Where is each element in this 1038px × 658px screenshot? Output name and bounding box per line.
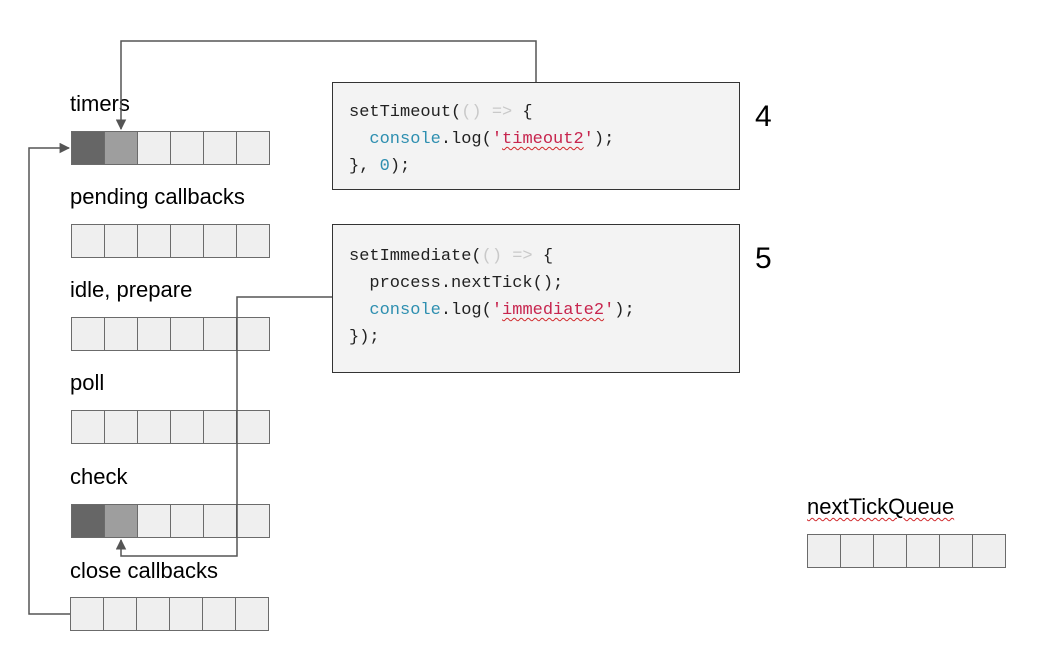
arrow-loop-back-to-timers: [28, 142, 71, 615]
phase-label-pending-callbacks: pending callbacks: [70, 184, 245, 209]
code-block-set-timeout: setTimeout(() => { console.log('timeout2…: [332, 82, 740, 190]
queue-cell-mid: [104, 504, 138, 538]
code-token: timeout2: [502, 130, 584, 149]
queue-cell-empty: [873, 534, 907, 568]
phase-queue-timers: [71, 131, 270, 165]
queue-cell-empty: [236, 131, 270, 165]
code-token: .log(: [440, 301, 492, 320]
code-token: );: [389, 157, 411, 176]
code-token: ': [583, 130, 594, 149]
code-token: );: [614, 301, 635, 320]
queue-cell-dark: [71, 504, 105, 538]
queue-cell-empty: [906, 534, 940, 568]
queue-cell-empty: [137, 504, 171, 538]
queue-cell-empty: [170, 317, 204, 351]
next-tick-queue: [807, 534, 1006, 568]
code-token: immediate2: [502, 301, 605, 320]
code-token: console: [369, 301, 441, 320]
phase-queue-close-callbacks: [70, 597, 269, 631]
arrow-immediate-to-check: [115, 296, 332, 557]
queue-cell-empty: [136, 597, 170, 631]
queue-cell-empty: [137, 317, 171, 351]
phase-label-check: check: [70, 464, 128, 489]
queue-cell-empty: [235, 597, 269, 631]
queue-cell-empty: [840, 534, 874, 568]
code-token: });: [349, 328, 380, 347]
code-token: ': [491, 130, 503, 149]
code-line: setTimeout(() => {: [349, 99, 723, 126]
code-line: });: [349, 324, 723, 351]
code-token: process.nextTick();: [349, 274, 564, 293]
queue-cell-empty: [972, 534, 1006, 568]
step-number-4: 4: [755, 100, 772, 133]
code-token: .log(: [440, 130, 492, 149]
code-token: );: [593, 130, 615, 149]
phase-label-poll: poll: [70, 370, 105, 395]
queue-cell-empty: [202, 597, 236, 631]
code-token: ': [491, 301, 503, 320]
queue-cell-empty: [236, 410, 270, 444]
code-token: {: [512, 103, 533, 122]
phase-queue-check: [71, 504, 270, 538]
queue-cell-empty: [203, 410, 237, 444]
queue-cell-empty: [104, 410, 138, 444]
queue-cell-empty: [103, 597, 137, 631]
queue-cell-empty: [236, 317, 270, 351]
code-line: console.log('immediate2');: [349, 297, 723, 324]
code-token: setTimeout(: [349, 103, 462, 122]
queue-cell-empty: [807, 534, 841, 568]
queue-cell-mid: [104, 131, 138, 165]
code-token: setImmediate(: [349, 247, 482, 266]
code-line: console.log('timeout2');: [349, 126, 723, 153]
queue-cell-empty: [203, 504, 237, 538]
queue-cell-empty: [71, 317, 105, 351]
phase-label-idle-prepare: idle, prepare: [70, 277, 193, 302]
code-token: 0: [379, 157, 390, 176]
queue-cell-empty: [939, 534, 973, 568]
phase-queue-poll: [71, 410, 270, 444]
code-token: ': [604, 301, 615, 320]
code-token: () =>: [461, 103, 513, 122]
phase-queue-pending-callbacks: [71, 224, 270, 258]
phase-label-close-callbacks: close callbacks: [70, 558, 218, 583]
code-token: },: [349, 157, 380, 176]
code-line: }, 0);: [349, 153, 723, 180]
queue-cell-empty: [236, 224, 270, 258]
arrow-timeout-to-timers: [115, 40, 537, 131]
code-token: {: [532, 247, 554, 266]
queue-cell-empty: [170, 131, 204, 165]
code-line: setImmediate(() => {: [349, 243, 723, 270]
phase-label-timers: timers: [70, 91, 130, 116]
code-block-set-immediate: setImmediate(() => { process.nextTick();…: [332, 224, 740, 373]
next-tick-queue-label-text: nextTickQueue: [807, 494, 955, 519]
step-number-5: 5: [755, 242, 772, 275]
next-tick-queue-label: nextTickQueue: [807, 494, 954, 520]
code-line: process.nextTick();: [349, 270, 723, 297]
phase-queue-idle-prepare: [71, 317, 270, 351]
queue-cell-empty: [71, 410, 105, 444]
code-token: () =>: [481, 247, 533, 266]
code-token: console: [369, 130, 441, 149]
